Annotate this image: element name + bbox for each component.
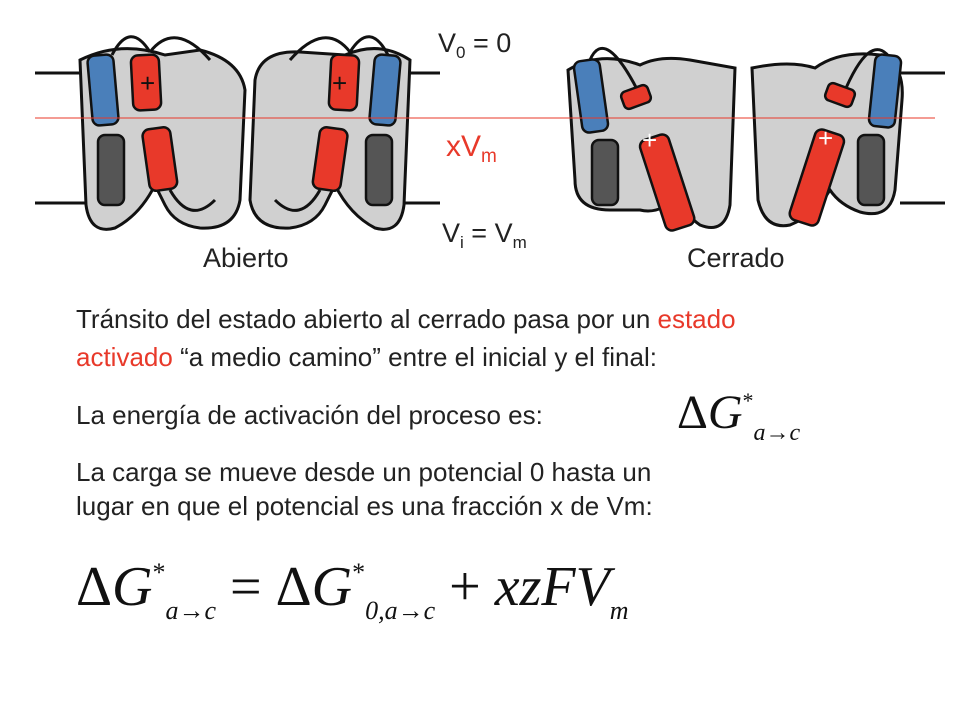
vi-label-sub: i [460, 233, 464, 252]
plus-sign-closed-left: + [642, 125, 658, 155]
charge-line-2: lugar en que el potencial es una fracció… [76, 491, 653, 521]
transit-line-1-red: estado [657, 304, 736, 334]
plus-sign-open-left: + [140, 68, 156, 98]
transit-line-1-text: Tránsito del estado abierto al cerrado p… [76, 304, 658, 334]
eq-star-1: * [152, 558, 166, 587]
closed-channel-right [750, 48, 904, 228]
eq-g-2: G [311, 556, 353, 618]
main-equation: ΔG*a→c = ΔG*0,a→c + xzFVm [76, 555, 629, 625]
v0-label-rest: = 0 [465, 28, 512, 58]
open-state-label: Abierto [203, 243, 289, 273]
vi-label-eq: = V [463, 218, 513, 248]
v0-label: V0 = 0 [438, 28, 511, 63]
eq-sub-m: m [609, 596, 629, 625]
closed-state-label: Cerrado [687, 243, 785, 273]
vi-label-sub2: m [512, 233, 527, 252]
charge-line-1: La carga se mueve desde un potencial 0 h… [76, 457, 652, 487]
eq-plus: + [435, 556, 495, 618]
open-channel-right [248, 35, 412, 231]
eq-sub-ac: a→c [165, 596, 217, 625]
eq-star-2: * [352, 558, 366, 587]
transit-line-2-text: “a medio camino” entre el inicial y el f… [172, 342, 657, 372]
xvm-label-main: xV [446, 130, 482, 163]
eq-equals: = [216, 556, 276, 618]
xvm-label-sub: m [481, 146, 497, 167]
eq-sub-0ac: 0,a→c [365, 596, 436, 625]
transit-line-2: activado “a medio camino” entre el inici… [76, 340, 657, 374]
vi-label: Vi = Vm [442, 218, 527, 253]
eq-xzfv: xzFV [494, 556, 610, 618]
eq-delta-1: Δ [76, 556, 113, 618]
closed-channel-left [566, 46, 737, 232]
plus-sign-open-right: + [332, 68, 348, 98]
eq-g-1: G [112, 556, 153, 618]
open-channel-left [78, 35, 247, 231]
v0-label-v: V [438, 28, 457, 58]
math-star: * [742, 388, 754, 413]
activation-energy-formula: ΔG* a→c [677, 385, 800, 446]
activation-text: La energía de activación del proceso es: [76, 400, 543, 430]
vi-label-v: V [442, 218, 461, 248]
transit-line-2-red: activado [76, 342, 173, 372]
math-g: G [707, 386, 743, 439]
math-delta: Δ [677, 386, 708, 439]
math-sub-ac: a→c [753, 420, 801, 446]
eq-delta-2: Δ [275, 556, 312, 618]
transit-line-1: Tránsito del estado abierto al cerrado p… [76, 302, 736, 336]
xvm-label: xVm [446, 130, 497, 168]
v0-label-sub: 0 [456, 43, 466, 62]
plus-sign-closed-right: + [818, 123, 834, 153]
channel-diagram [35, 35, 945, 232]
